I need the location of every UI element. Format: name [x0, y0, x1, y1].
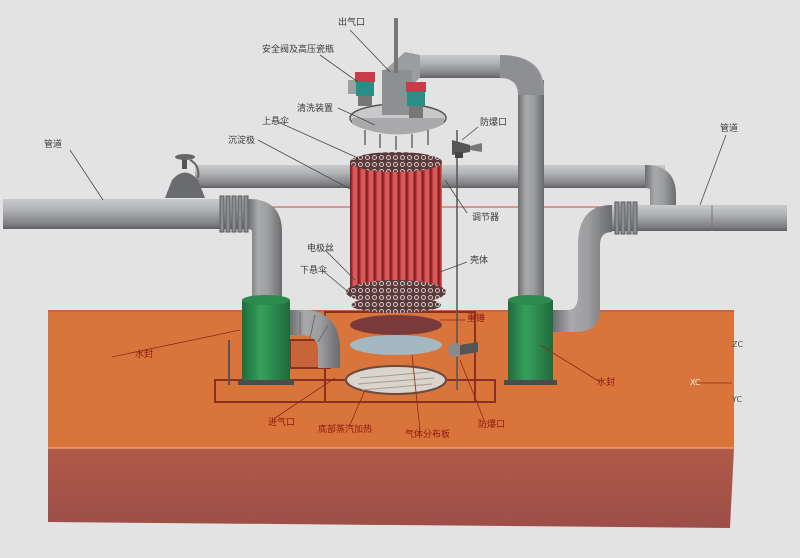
label-discharge-electrode: 电极丝 [307, 244, 335, 254]
gate-valve-icon [165, 154, 205, 198]
label-water-seal-left: 水封 [135, 350, 154, 360]
outlet-riser [385, 48, 544, 305]
water-seal-right [504, 295, 557, 385]
inlet-elbow [290, 310, 340, 368]
insulator-valve-left [348, 72, 375, 106]
bellows-right [614, 201, 638, 235]
label-pipeline-right: 管道 [720, 124, 739, 134]
label-washing-device: 清洗装置 [297, 104, 334, 114]
label-upper-hanger: 上悬伞 [262, 117, 290, 127]
label-insulator: 安全阀及高压瓷瓶 [262, 45, 335, 55]
label-axis-zc: ZC [732, 340, 744, 349]
pipe-outlet-right [553, 201, 787, 332]
water-seal-left [228, 295, 294, 385]
label-axis-xc: XC [690, 378, 701, 387]
explosion-vent-top-icon [452, 140, 482, 158]
label-explosion-vent-top: 防爆口 [480, 118, 508, 128]
label-pipeline-left: 管道 [44, 140, 63, 150]
collector-tubes [345, 152, 447, 395]
label-axis-yc: YC [732, 395, 743, 404]
callout-lines [69, 29, 727, 296]
label-gas-distribution-plate: 气体分布板 [405, 430, 451, 440]
label-inlet: 进气口 [268, 418, 296, 428]
label-shell: 壳体 [470, 256, 489, 266]
pipe-inlet-left [3, 195, 282, 300]
label-outlet: 出气口 [338, 18, 366, 28]
label-explosion-vent-bottom: 防爆口 [478, 420, 506, 430]
label-collecting-electrode: 沉淀极 [228, 136, 256, 146]
label-regulator: 调节器 [472, 213, 500, 223]
label-lower-hanger: 下悬伞 [300, 266, 328, 276]
label-weight: 重锤 [467, 314, 486, 324]
insulator-valve-right [406, 82, 426, 118]
label-water-seal-right: 水封 [597, 378, 616, 388]
callout-lines-red [111, 319, 732, 431]
explosion-vent-bottom-icon [448, 342, 478, 357]
bellows-left [219, 195, 249, 233]
label-steam-heating: 底部蒸汽加热 [318, 425, 373, 435]
